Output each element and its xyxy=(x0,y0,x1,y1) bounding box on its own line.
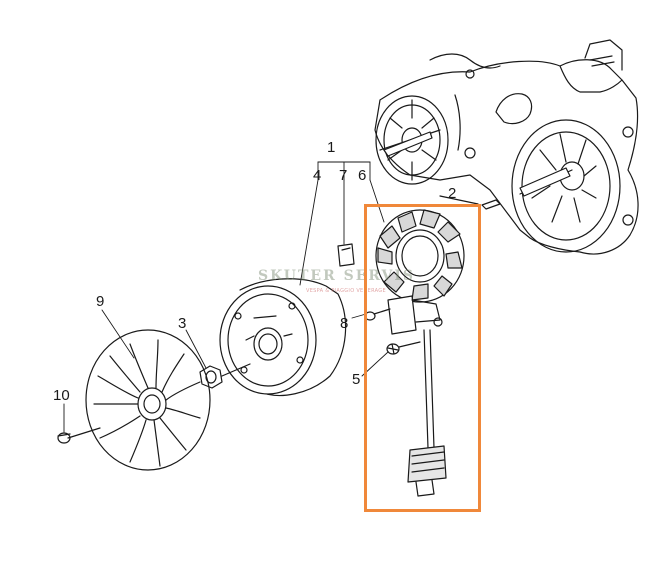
nut-part-3 xyxy=(199,363,251,389)
callout-2: 2 xyxy=(448,185,457,202)
callout-3: 3 xyxy=(178,315,187,332)
fan-part-9 xyxy=(85,329,211,471)
crankcase-cover xyxy=(511,119,621,253)
callout-7: 7 xyxy=(339,167,348,184)
callout-8: 8 xyxy=(340,315,349,332)
rotor-part-4 xyxy=(219,278,347,397)
screw-part-5 xyxy=(386,341,421,355)
callout-10: 10 xyxy=(53,387,70,404)
pulley-face xyxy=(375,95,449,185)
highlight-box-stator[interactable] xyxy=(364,204,481,512)
callout-1: 1 xyxy=(327,139,336,156)
callout-leaders xyxy=(63,161,389,433)
callout-9: 9 xyxy=(96,293,105,310)
callout-4: 4 xyxy=(313,167,322,184)
watermark-subtitle: VESPA & PIAGGIO VEDERAGE xyxy=(306,288,386,294)
watermark-title: SKUTER SERVIS xyxy=(258,268,416,284)
pickup-and-wiring xyxy=(387,295,447,497)
stator-part-6 xyxy=(375,209,465,303)
screw-part-10 xyxy=(57,427,101,444)
crankcase-outline xyxy=(374,39,639,255)
callout-6: 6 xyxy=(358,167,367,184)
clip-part-7 xyxy=(337,243,355,267)
key-part-2 xyxy=(439,195,501,210)
callout-5: 5 xyxy=(352,371,361,388)
